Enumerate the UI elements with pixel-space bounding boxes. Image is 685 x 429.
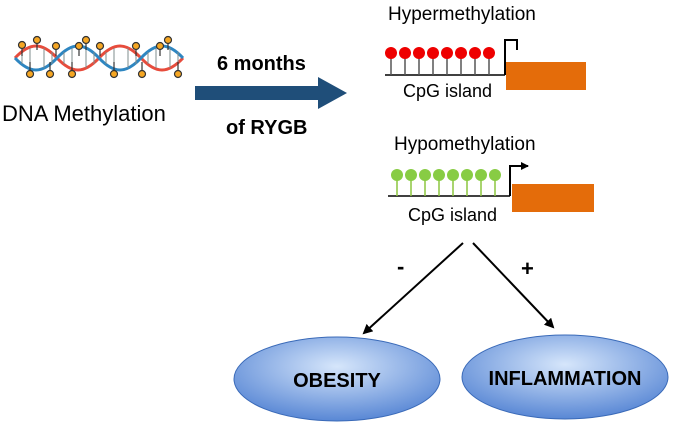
arrow-procedure-label: of RYGB [226, 117, 307, 139]
arrow-duration-label: 6 months [217, 53, 306, 75]
cpg-island-label-bottom: CpG island [408, 205, 497, 225]
cpg-island-label-top: CpG island [403, 81, 492, 101]
plus-sign: + [521, 256, 534, 281]
inflammation-ellipse [461, 334, 669, 420]
obesity-ellipse [233, 336, 441, 422]
inflammation-label: INFLAMMATION [489, 368, 642, 390]
arrow-to-obesity-icon [362, 242, 464, 335]
hypermethylation-title: Hypermethylation [388, 4, 536, 25]
minus-sign: - [397, 254, 404, 279]
dna-methylation-label: DNA Methylation [2, 101, 166, 126]
obesity-label: OBESITY [293, 370, 381, 392]
arrow-to-inflammation-icon [472, 242, 555, 329]
dna-helix-icon [13, 35, 185, 79]
hypomethylation-cpg-icon [388, 162, 594, 212]
main-arrow-icon [195, 77, 347, 109]
hypomethylation-title: Hypomethylation [394, 134, 536, 155]
hypermethylation-cpg-icon [385, 39, 586, 90]
